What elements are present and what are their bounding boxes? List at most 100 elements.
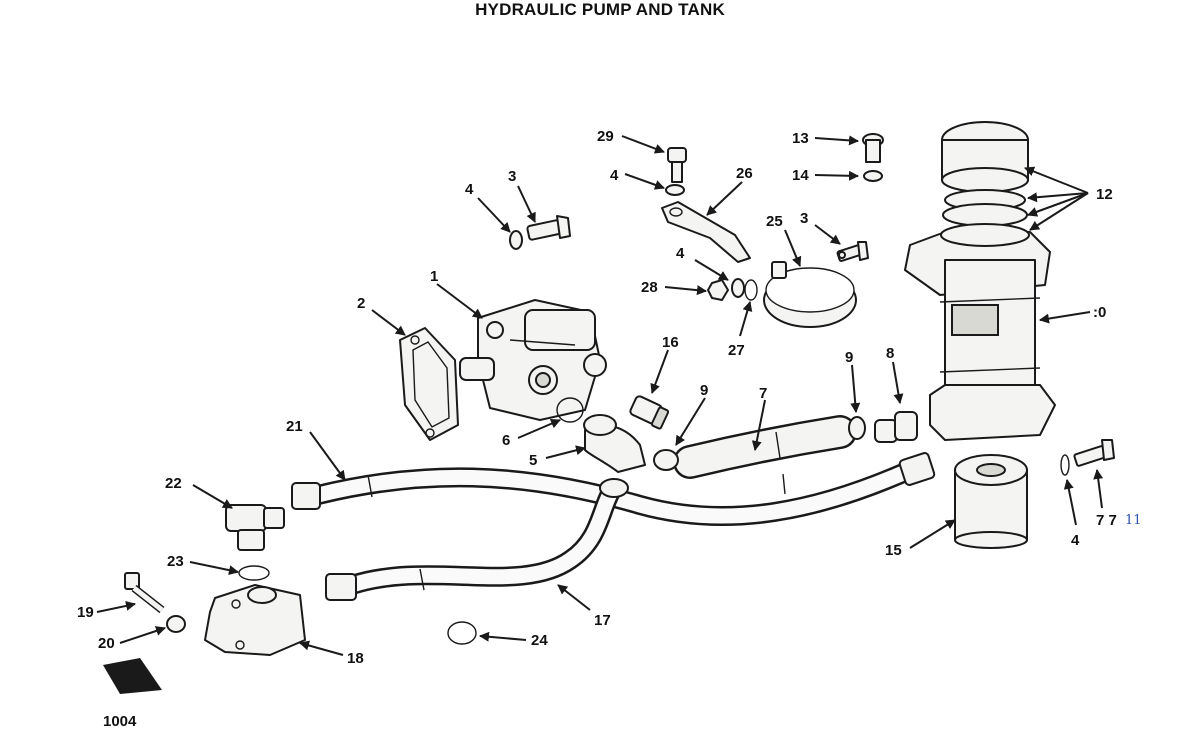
filler-cap-12 bbox=[940, 121, 1030, 247]
washer-4-left bbox=[509, 230, 523, 250]
valve-block-18 bbox=[204, 584, 306, 656]
callout-18: 18 bbox=[347, 650, 364, 667]
leader-22 bbox=[192, 484, 233, 509]
hose-17 bbox=[325, 478, 629, 601]
leader-12c bbox=[1027, 192, 1089, 217]
callout-1: 1 bbox=[430, 268, 438, 285]
fitting-16 bbox=[629, 395, 670, 430]
callout-28: 28 bbox=[641, 279, 658, 296]
leader-12a bbox=[1024, 166, 1089, 194]
callout-24: 24 bbox=[531, 632, 548, 649]
annotation-11: 11 bbox=[1125, 513, 1142, 528]
hose-clamp-24 bbox=[447, 621, 477, 645]
leader-5 bbox=[545, 445, 586, 459]
leader-13 bbox=[814, 135, 859, 146]
callout-9-left: 9 bbox=[700, 382, 708, 399]
hydraulic-tank bbox=[904, 231, 1056, 441]
leader-18 bbox=[299, 640, 344, 656]
leader-16 bbox=[650, 349, 669, 394]
washer-4-mid bbox=[731, 278, 745, 298]
leader-4-left bbox=[477, 197, 511, 233]
hose-7 bbox=[673, 415, 857, 479]
bolt-3-left bbox=[526, 215, 571, 241]
callout-23: 23 bbox=[167, 553, 184, 570]
elbow-22 bbox=[225, 504, 285, 551]
callout-4-top: 4 bbox=[610, 167, 619, 184]
callout-6: 6 bbox=[502, 432, 510, 449]
leader-4-right bbox=[1063, 479, 1077, 526]
band-clamp-25 bbox=[763, 261, 857, 328]
filter-15 bbox=[954, 454, 1028, 549]
callout-19: 19 bbox=[77, 604, 94, 621]
bolt-11 bbox=[1073, 439, 1115, 467]
leader-29 bbox=[621, 135, 665, 154]
leader-9-left bbox=[675, 397, 706, 446]
leader-1 bbox=[436, 283, 483, 319]
leader-20 bbox=[119, 626, 166, 644]
lock-washer-27 bbox=[744, 279, 758, 301]
nut-28 bbox=[707, 279, 729, 301]
leader-23 bbox=[189, 561, 239, 576]
callout-5: 5 bbox=[529, 452, 537, 469]
leader-24 bbox=[479, 631, 527, 642]
hose-21 bbox=[291, 452, 936, 527]
callout-20: 20 bbox=[98, 635, 115, 652]
leader-10 bbox=[1039, 311, 1091, 324]
hydraulic-pump bbox=[459, 299, 607, 421]
callout-12: 12 bbox=[1096, 186, 1113, 203]
lock-washer-4-right bbox=[1060, 454, 1070, 476]
callout-25: 25 bbox=[766, 213, 783, 230]
callout-29: 29 bbox=[597, 128, 614, 145]
callout-4-mid: 4 bbox=[676, 245, 685, 262]
leader-19 bbox=[96, 600, 136, 613]
pump-gasket bbox=[399, 327, 459, 441]
leader-2 bbox=[371, 309, 406, 336]
bracket-26 bbox=[661, 201, 751, 263]
callout-2: 2 bbox=[357, 295, 365, 312]
leader-8 bbox=[892, 361, 904, 404]
callout-21: 21 bbox=[286, 418, 303, 435]
leader-15 bbox=[909, 519, 956, 549]
callout-9-right: 9 bbox=[845, 349, 853, 366]
leader-27 bbox=[739, 301, 753, 337]
o-ring-6 bbox=[556, 397, 584, 423]
callout-17: 17 bbox=[594, 612, 611, 629]
figure-number: 1004 bbox=[103, 713, 137, 730]
leader-3-right bbox=[814, 224, 841, 245]
callout-10: :0 bbox=[1093, 304, 1106, 321]
callout-11: 7 7 bbox=[1096, 512, 1117, 529]
leader-7 bbox=[751, 399, 766, 451]
callout-26: 26 bbox=[736, 165, 753, 182]
leader-4-mid bbox=[694, 259, 729, 281]
leader-12d bbox=[1029, 192, 1089, 231]
leader-4-top bbox=[624, 173, 665, 190]
callout-4-left: 4 bbox=[465, 181, 474, 198]
leader-6 bbox=[517, 418, 561, 439]
leader-14 bbox=[814, 170, 859, 181]
leader-9-right bbox=[850, 364, 861, 413]
callout-14: 14 bbox=[792, 167, 809, 184]
leader-11 bbox=[1093, 469, 1104, 509]
bolt-13 bbox=[862, 133, 884, 163]
callout-15: 15 bbox=[885, 542, 902, 559]
hose-clamp-9-left bbox=[653, 449, 679, 471]
callout-8: 8 bbox=[886, 345, 894, 362]
leader-3-left bbox=[517, 185, 536, 223]
hose-clamp-9-right bbox=[848, 416, 866, 440]
leader-28 bbox=[664, 285, 707, 296]
washer-20 bbox=[166, 615, 186, 633]
callout-16: 16 bbox=[662, 334, 679, 351]
callout-22: 22 bbox=[165, 475, 182, 492]
leader-17 bbox=[557, 584, 591, 611]
callout-4-right: 4 bbox=[1071, 532, 1080, 549]
callout-13: 13 bbox=[792, 130, 809, 147]
direction-arrow-icon bbox=[103, 658, 162, 694]
washer-14 bbox=[863, 170, 883, 182]
callout-7: 7 bbox=[759, 385, 767, 402]
callout-3-right: 3 bbox=[800, 210, 808, 227]
connector-8 bbox=[874, 411, 918, 443]
callout-27: 27 bbox=[728, 342, 745, 359]
elbow-fitting-5 bbox=[583, 414, 646, 473]
